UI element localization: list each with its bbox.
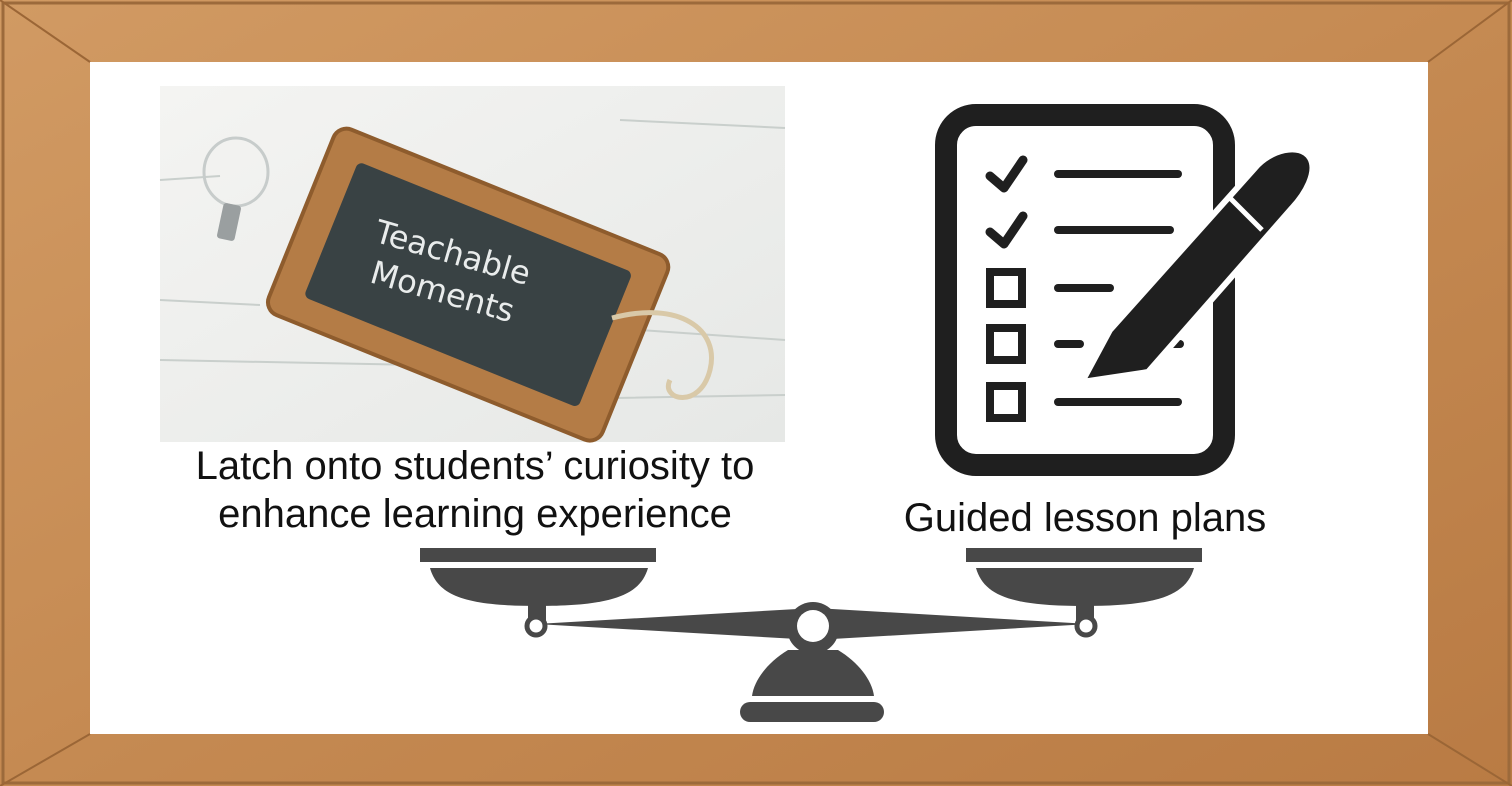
light-bulb-icon [202,136,270,241]
checklist-icon [935,104,1235,476]
checkbox-icon [986,382,1026,422]
checkbox-icon [986,268,1026,308]
caption-curiosity-line-1: Latch onto students’ curiosity to [195,444,755,488]
caption-curiosity: Latch onto students’ curiosity to enhanc… [140,442,810,538]
balance-scale-icon [420,548,1202,722]
checkbox-icon [986,324,1026,364]
caption-guided-lesson-plans: Guided lesson plans [903,496,1267,540]
teachable-moments-photo: Teachable Moments [159,86,786,443]
caption-curiosity-line-2: enhance learning experience [218,492,732,536]
checkmark-icon [985,155,1028,193]
pen-icon [1079,146,1316,385]
checkmark-icon [985,211,1028,249]
